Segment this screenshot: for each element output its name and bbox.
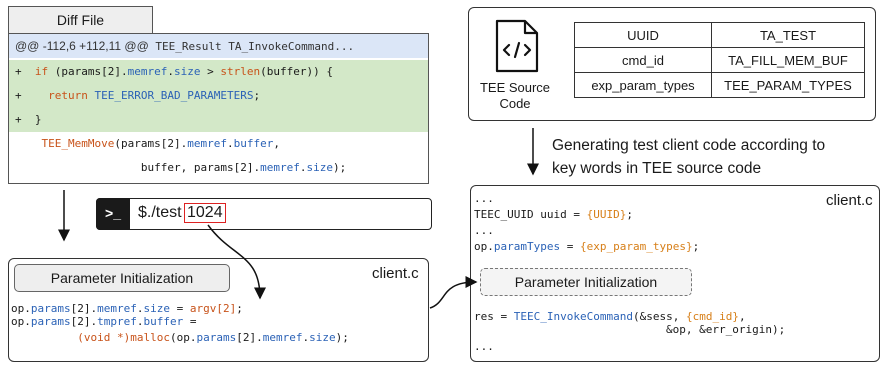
diff-added-line-3: + } bbox=[9, 108, 428, 132]
keyword-row-param-types: exp_param_types TEE_PARAM_TYPES bbox=[574, 72, 865, 98]
hunk-context: TEE_Result TA_InvokeCommand... bbox=[148, 40, 355, 53]
tee-source-box bbox=[468, 7, 876, 121]
keyword-row-uuid: UUID TA_TEST bbox=[574, 22, 865, 48]
diff-file-tab: Diff File bbox=[8, 6, 153, 33]
generate-caption-line1: Generating test client code according to bbox=[552, 137, 826, 154]
diff-context-line-2: buffer, params[2].memref.size); bbox=[140, 161, 347, 174]
tee-source-label: TEE Source Code bbox=[472, 80, 558, 112]
terminal-command: $./test bbox=[138, 204, 182, 221]
keyword-value: TA_TEST bbox=[711, 22, 865, 48]
terminal-argument-highlight: 1024 bbox=[184, 203, 226, 223]
client-right-uuid-line: TEEC_UUID uuid = {UUID}; bbox=[474, 208, 633, 221]
hunk-range: @@ -112,6 +112,11 @@ bbox=[15, 39, 149, 53]
diff-added-line-2: + return TEE_ERROR_BAD_PARAMETERS; bbox=[9, 84, 428, 108]
diff-context-line-1: TEE_MemMove(params[2].memref.buffer, bbox=[41, 137, 280, 150]
keyword-name: UUID bbox=[574, 22, 712, 48]
keyword-table: UUID TA_TEST cmd_id TA_FILL_MEM_BUF exp_… bbox=[574, 22, 865, 98]
client-c-right-filename: client.c bbox=[826, 192, 873, 209]
client-right-ellipsis-2: ... bbox=[474, 224, 494, 237]
param-init-box-left: Parameter Initialization bbox=[14, 264, 230, 292]
client-right-ellipsis-3: ... bbox=[474, 340, 494, 353]
client-right-ellipsis-1: ... bbox=[474, 192, 494, 205]
client-right-invoke-line-1: res = TEEC_InvokeCommand(&sess, {cmd_id}… bbox=[474, 310, 746, 323]
tee-source-label-line1: TEE Source bbox=[479, 80, 551, 95]
diff-added-line-1: + if (params[2].memref.size > strlen(buf… bbox=[9, 60, 428, 84]
terminal-icon: >_ bbox=[96, 198, 130, 230]
keyword-value: TEE_PARAM_TYPES bbox=[711, 72, 865, 98]
param-init-box-right: Parameter Initialization bbox=[480, 268, 692, 296]
client-left-line-1: op.params[2].memref.size = argv[2]; bbox=[11, 302, 243, 315]
tee-source-label-line2: Code bbox=[499, 96, 531, 111]
diff-hunk-header: @@ -112,6 +112,11 @@ TEE_Result TA_Invok… bbox=[9, 34, 428, 58]
client-c-left-filename: client.c bbox=[372, 265, 419, 282]
keyword-row-cmd-id: cmd_id TA_FILL_MEM_BUF bbox=[574, 47, 865, 73]
source-file-icon bbox=[495, 19, 539, 73]
client-left-line-3: (void *)malloc(op.params[2].memref.size)… bbox=[77, 331, 349, 344]
client-right-paramtypes-line: op.paramTypes = {exp_param_types}; bbox=[474, 240, 700, 253]
diff-file-panel: @@ -112,6 +112,11 @@ TEE_Result TA_Invok… bbox=[8, 33, 429, 184]
client-right-invoke-line-2: &op, &err_origin); bbox=[474, 323, 786, 336]
generate-caption: Generating test client code according to… bbox=[552, 134, 825, 180]
terminal-command-bar bbox=[96, 198, 432, 230]
generate-caption-line2: key words in TEE source code bbox=[552, 160, 762, 177]
client-left-line-2: op.params[2].tmpref.buffer = bbox=[11, 315, 197, 328]
keyword-value: TA_FILL_MEM_BUF bbox=[711, 47, 865, 73]
keyword-name: exp_param_types bbox=[574, 72, 712, 98]
keyword-name: cmd_id bbox=[574, 47, 712, 73]
